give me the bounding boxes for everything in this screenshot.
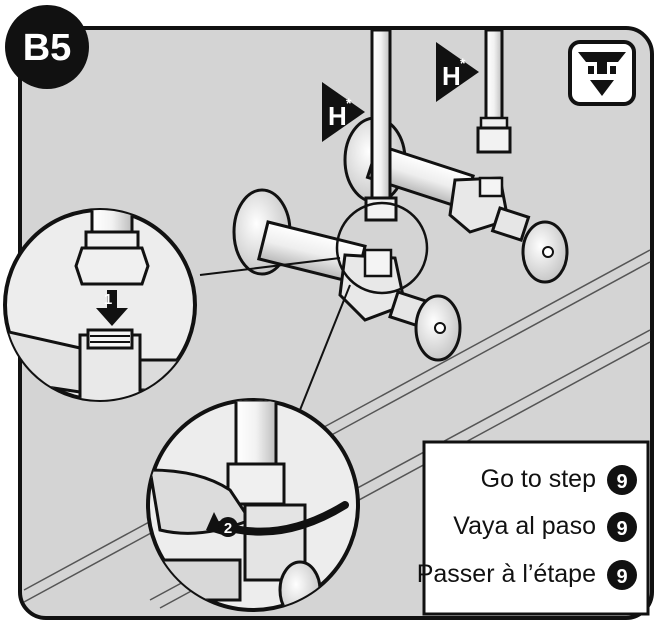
goto-line-es: Vaya al paso xyxy=(453,512,596,540)
svg-text:9: 9 xyxy=(616,566,627,588)
hot-marker-right: H * xyxy=(436,42,479,102)
step-number-icon xyxy=(607,465,637,495)
goto-line-en: Go to step xyxy=(481,465,596,493)
focus-circle xyxy=(335,201,429,295)
shutoff-valve-front xyxy=(232,188,462,362)
svg-text:H: H xyxy=(328,101,347,131)
supply-line-left xyxy=(364,28,398,222)
svg-text:H: H xyxy=(442,61,461,91)
svg-text:1: 1 xyxy=(104,291,112,308)
supply-line-right xyxy=(476,28,512,154)
step-badge: B5 xyxy=(5,5,89,89)
svg-text:9: 9 xyxy=(616,518,627,540)
arrow-down-icon xyxy=(96,290,128,326)
step-number-icon xyxy=(607,512,637,542)
svg-text:*: * xyxy=(460,55,466,71)
svg-text:*: * xyxy=(346,95,352,111)
faucet-underside-icon xyxy=(568,40,636,106)
leader-line-bottom xyxy=(299,284,351,411)
leader-line-left xyxy=(199,257,341,276)
hot-marker-left: H * xyxy=(322,82,365,142)
zoom-detail-connect: 1 xyxy=(3,208,197,402)
svg-text:9: 9 xyxy=(616,471,627,493)
goto-line-fr: Passer à l’étape xyxy=(417,560,596,588)
step-number-icon xyxy=(607,560,637,590)
svg-text:2: 2 xyxy=(224,520,232,537)
svg-text:B5: B5 xyxy=(23,27,72,69)
goto-step-box: Go to step 9 Vaya al paso 9 Passer à l’é… xyxy=(417,440,650,616)
